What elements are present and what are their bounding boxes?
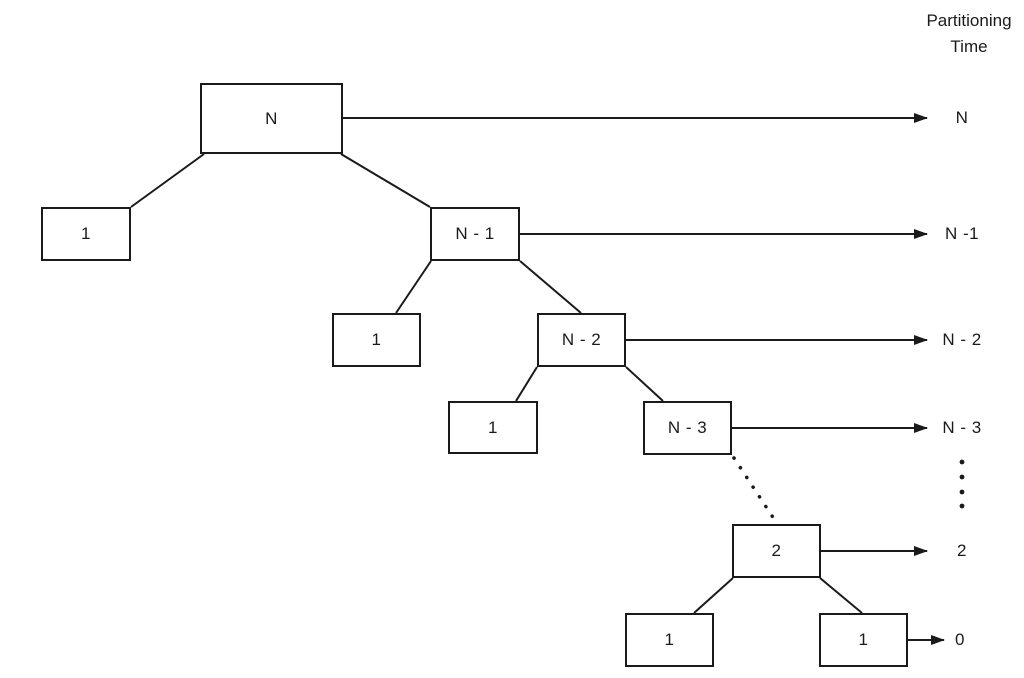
edge-root-to-left-leaf <box>130 153 205 208</box>
edge-n2-to-left-leaf <box>515 366 538 402</box>
time-label-0: 0 <box>955 630 965 649</box>
edge-n2-to-n3 <box>625 366 664 402</box>
time-label-n1: N -1 <box>944 224 980 243</box>
tree-node-leaf-1-level3: 1 <box>448 401 538 454</box>
vertical-ellipsis <box>959 459 965 509</box>
tree-node-leaf-1-bottom-left: 1 <box>625 613 714 667</box>
tree-node-n-minus-3: N - 3 <box>643 401 732 455</box>
dotted-continuation-line <box>732 456 778 524</box>
tree-node-leaf-1-level2: 1 <box>332 313 421 367</box>
edge-2-to-right-leaf <box>819 577 863 614</box>
time-label-n: N <box>955 108 969 127</box>
edge-n1-to-n2 <box>519 260 582 314</box>
header-line-partitioning: Partitioning <box>926 11 1012 30</box>
time-label-n3: N - 3 <box>942 418 982 437</box>
tree-node-leaf-1-level1: 1 <box>41 207 131 261</box>
tree-node-root-n: N <box>200 83 343 154</box>
tree-node-n-minus-2: N - 2 <box>537 313 626 367</box>
edge-root-to-n1 <box>340 153 431 208</box>
edge-n1-to-left-leaf <box>395 260 432 314</box>
tree-node-leaf-1-bottom-right: 1 <box>819 613 908 667</box>
time-label-n2: N - 2 <box>942 330 982 349</box>
edge-2-to-left-leaf <box>693 577 734 614</box>
time-label-2: 2 <box>957 541 967 560</box>
partitioning-time-header: Partitioning Time <box>926 8 1011 60</box>
header-line-time: Time <box>950 37 988 56</box>
tree-node-n-minus-1: N - 1 <box>430 207 520 261</box>
tree-node-2: 2 <box>732 524 821 578</box>
